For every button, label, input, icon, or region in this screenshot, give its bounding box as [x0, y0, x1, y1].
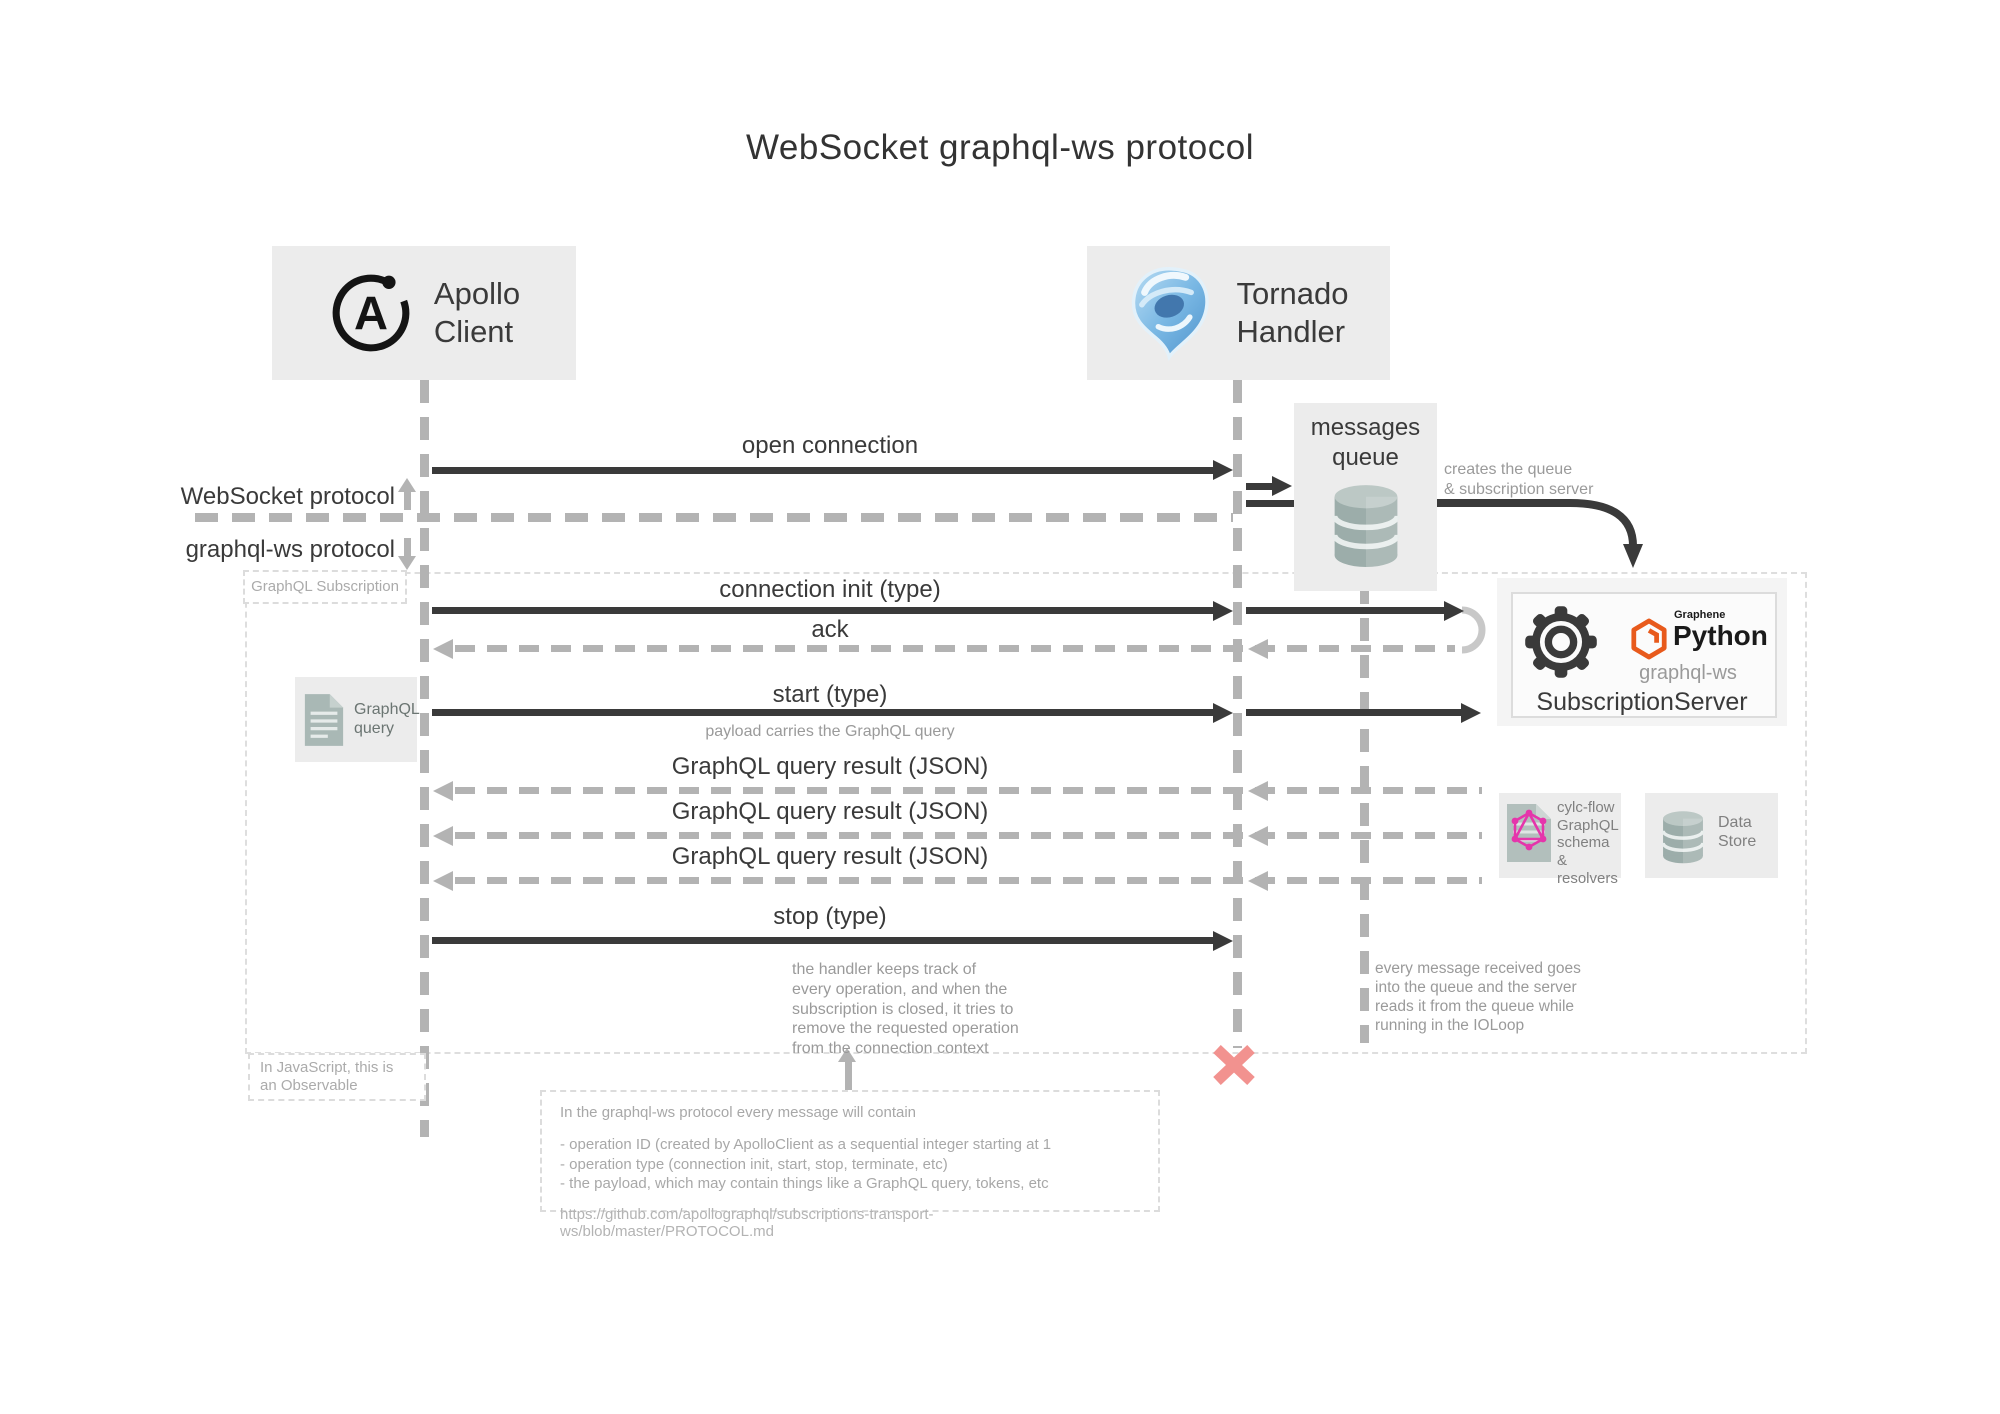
result-1-line	[455, 787, 1482, 794]
datastore-icon	[1657, 807, 1709, 865]
page-title: WebSocket graphql-ws protocol	[746, 128, 1254, 167]
messages-queue-box: messages queue	[1294, 403, 1437, 591]
apollo-client-actor-box: A Apollo Client	[272, 246, 576, 380]
tornado-handler-name: Tornado Handler	[1236, 276, 1349, 349]
protocol-note-link: https://github.com/apollographql/subscri…	[560, 1205, 934, 1240]
ack-arrowhead-tornado	[1248, 639, 1268, 659]
tornado-to-queue-arrow	[1246, 483, 1272, 490]
note-pointer-stem	[845, 1061, 852, 1090]
data-store-box: Data Store	[1645, 793, 1778, 878]
protocol-note-item-1: - operation ID (created by ApolloClient …	[560, 1136, 1052, 1153]
up-arrow-icon	[398, 478, 416, 492]
observable-note-box: In JavaScript, this is an Observable	[248, 1053, 426, 1101]
start-arrowhead	[1213, 703, 1233, 723]
stop-label: stop (type)	[773, 903, 887, 930]
database-icon	[1325, 479, 1407, 569]
payload-note: payload carries the GraphQL query	[705, 723, 955, 740]
down-arrow-stem	[404, 538, 411, 557]
result-3-arrowhead-apollo	[433, 871, 453, 891]
ack-arrowhead-apollo	[433, 639, 453, 659]
create-subscription-server-curve	[1437, 496, 1647, 581]
open-connection-arrow	[432, 467, 1213, 474]
graphql-ws-lib-label: graphql-ws	[1639, 662, 1737, 684]
start-arrow	[432, 709, 1213, 716]
stop-arrow	[432, 937, 1213, 944]
schema-resolvers-label: cylc-flow GraphQL schema & resolvers	[1557, 799, 1619, 887]
down-arrow-icon	[398, 556, 416, 570]
graphql-query-box: GraphQL query	[295, 677, 420, 762]
protocol-note-item-3: - the payload, which may contain things …	[560, 1175, 1049, 1192]
apollo-logo-icon: A	[328, 270, 414, 356]
schema-resolvers-box: cylc-flow GraphQL schema & resolvers	[1499, 793, 1621, 887]
subscription-server-name: SubscriptionServer	[1536, 688, 1748, 716]
result-1-arrowhead-apollo	[433, 781, 453, 801]
start-forward-arrowhead	[1461, 703, 1481, 723]
start-forward-line	[1246, 709, 1461, 716]
protocol-note-box: In the graphql-ws protocol every message…	[540, 1090, 1160, 1240]
ack-return-hook	[1458, 602, 1508, 656]
result-3-label: GraphQL query result (JSON)	[671, 843, 989, 870]
ack-label: ack	[811, 616, 849, 643]
connection-init-arrowhead	[1213, 601, 1233, 621]
queue-lifeline	[1360, 581, 1369, 1043]
data-store-label: Data Store	[1718, 814, 1757, 850]
protocol-note-item-2: - operation type (connection init, start…	[560, 1155, 948, 1173]
note-pointer-arrowhead	[838, 1048, 856, 1062]
document-icon	[302, 692, 346, 748]
gear-icon	[1521, 602, 1601, 682]
graphql-subscription-label: GraphQL Subscription	[251, 578, 399, 595]
svg-text:A: A	[354, 286, 388, 339]
graphql-schema-icon	[1504, 801, 1554, 865]
protocol-divider-line	[195, 513, 1233, 522]
ioloop-note: every message received goes into the que…	[1375, 960, 1581, 1034]
graphene-wordmark: Graphene	[1674, 609, 1726, 621]
ack-return-line	[455, 645, 1455, 652]
open-connection-arrowhead	[1213, 460, 1233, 480]
start-label: start (type)	[772, 681, 888, 708]
tornado-to-queue-arrowhead	[1272, 476, 1292, 496]
messages-queue-label: messages queue	[1310, 414, 1421, 471]
connection-init-arrow	[432, 607, 1213, 614]
apollo-lifeline	[420, 380, 429, 1137]
result-2-line	[455, 832, 1482, 839]
tornado-handler-actor-box: Tornado Handler	[1087, 246, 1390, 380]
result-3-line	[455, 877, 1482, 884]
graphene-python-icon	[1630, 618, 1668, 660]
result-2-arrowhead-apollo	[433, 826, 453, 846]
tornado-lifeline	[1233, 380, 1242, 1048]
websocket-protocol-label: WebSocket protocol	[180, 483, 395, 510]
observable-note: In JavaScript, this is an Observable	[260, 1059, 394, 1094]
tornado-to-queue-line	[1246, 500, 1294, 507]
queue-creation-note: creates the queue & subscription server	[1444, 461, 1594, 498]
tornado-logo-icon	[1128, 265, 1216, 361]
red-x-icon	[1212, 1045, 1256, 1085]
connection-init-forward-arrowhead	[1444, 601, 1464, 621]
graphql-subscription-label-box: GraphQL Subscription	[243, 570, 407, 604]
graphql-query-label: GraphQL query	[354, 700, 420, 737]
result-1-arrowhead-tornado	[1248, 781, 1268, 801]
up-arrow-stem	[404, 491, 411, 510]
protocol-note-intro: In the graphql-ws protocol every message…	[560, 1104, 917, 1121]
python-wordmark: Python	[1673, 620, 1768, 651]
graphql-subscription-region	[245, 572, 1807, 1054]
open-connection-label: open connection	[741, 432, 919, 459]
connection-init-forward-line	[1246, 607, 1444, 614]
stop-handler-note: the handler keeps track of every operati…	[792, 961, 1019, 1058]
stop-arrowhead	[1213, 931, 1233, 951]
result-2-arrowhead-tornado	[1248, 826, 1268, 846]
result-1-label: GraphQL query result (JSON)	[671, 753, 989, 780]
apollo-client-name: Apollo Client	[433, 276, 521, 349]
result-3-arrowhead-tornado	[1248, 871, 1268, 891]
connection-init-label: connection init (type)	[719, 576, 941, 603]
graphqlws-protocol-label: graphql-ws protocol	[185, 536, 395, 563]
result-2-label: GraphQL query result (JSON)	[671, 798, 989, 825]
